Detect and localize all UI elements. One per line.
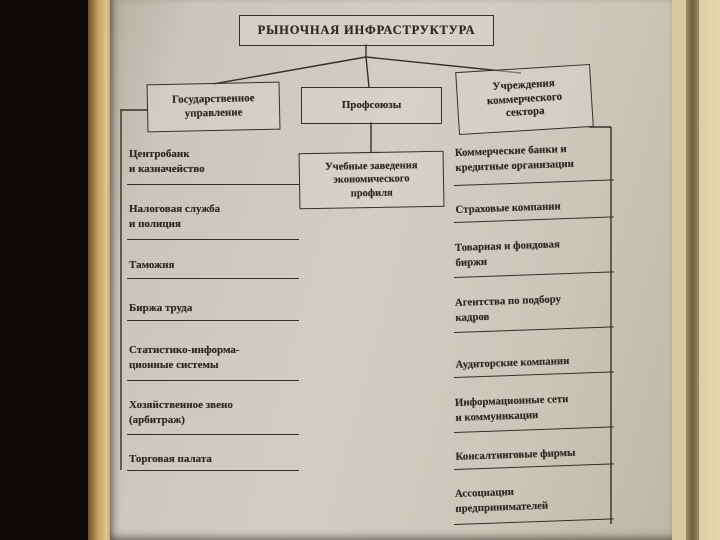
branch-unions-box: Профсоюзы: [301, 87, 442, 124]
diagram-title-box: РЫНОЧНАЯ ИНФРАСТРУКТУРА: [239, 15, 494, 46]
right-list-item: Агентства по подбору кадров: [452, 290, 614, 333]
left-list-item: Торговая палата: [127, 452, 299, 471]
page-left-edge: [88, 0, 110, 540]
left-list-item: Центробанк и казначейство: [127, 147, 299, 185]
left-list-item: Статистико-информа- ционные системы: [127, 343, 299, 381]
right-list-item: Товарная и фондовая биржи: [452, 235, 614, 278]
book-spine-shadow: [686, 0, 699, 540]
connector-title-to-commercial: [365, 56, 522, 74]
education-box: Учебные заведения экономического профиля: [298, 150, 445, 210]
branch-commercial-box: Учреждения коммерческого сектора: [455, 63, 594, 136]
branch-unions-label: Профсоюзы: [341, 98, 402, 111]
branch-commercial-label: Учреждения коммерческого сектора: [486, 77, 563, 120]
connector-title-to-government: [212, 56, 367, 85]
left-list-item: Налоговая служба и полиция: [127, 202, 299, 240]
left-list-item: Биржа труда: [127, 301, 299, 321]
book-page: [110, 0, 672, 540]
right-list-item: Коммерческие банки и кредитные организац…: [452, 140, 614, 186]
left-list-item: Таможня: [127, 258, 299, 279]
education-label: Учебные заведения экономического профиля: [324, 160, 418, 199]
right-list-item: Ассоциации предпринимателей: [452, 481, 614, 525]
connector-title-to-unions: [365, 56, 370, 88]
branch-government-label: Государственное управление: [172, 92, 255, 120]
branch-government-box: Государственное управление: [146, 81, 281, 133]
left-list-item: Хозяйственное звено (арбитраж): [127, 398, 299, 435]
diagram-title: РЫНОЧНАЯ ИНФРАСТРУКТУРА: [257, 22, 476, 37]
right-list-item: Информационные сети и коммуникации: [452, 390, 614, 433]
